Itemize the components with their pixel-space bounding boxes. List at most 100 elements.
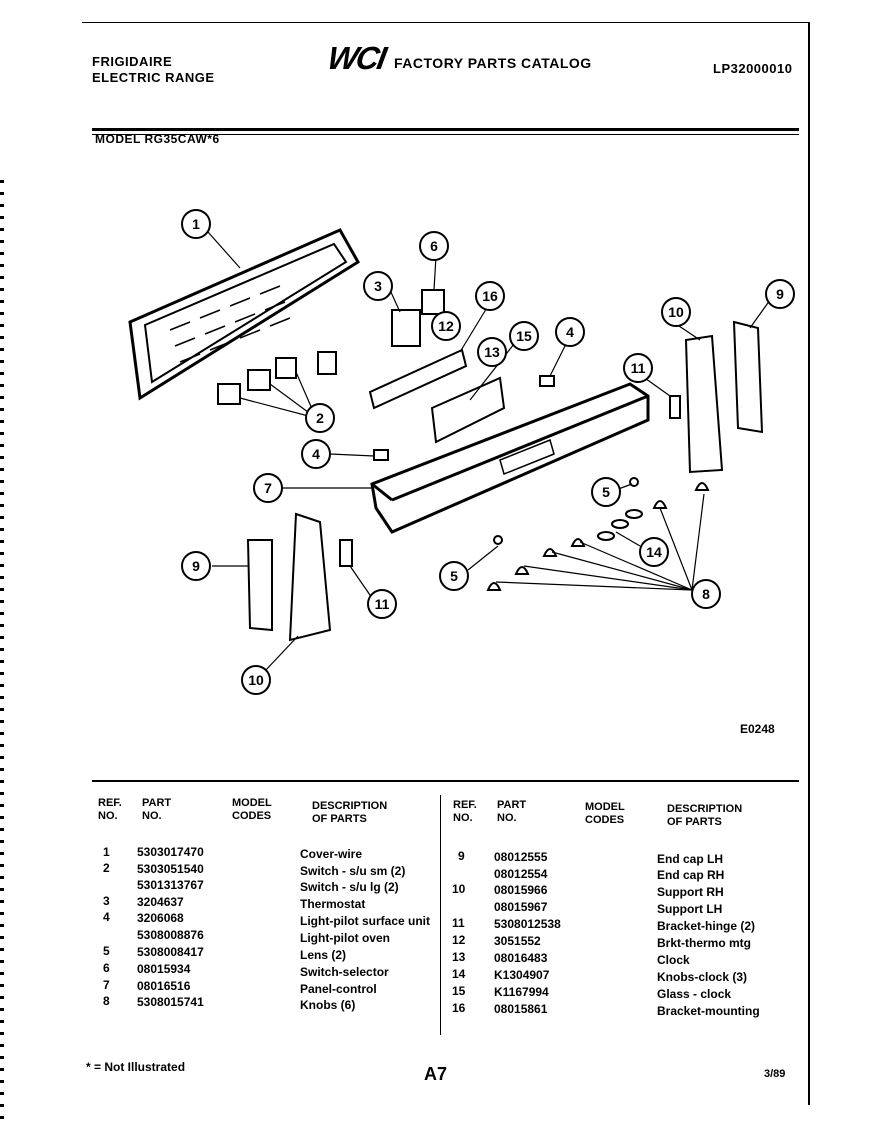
svg-text:9: 9 [776, 286, 784, 302]
callout-9: 9 [765, 279, 795, 309]
bracket-mounting-part [368, 348, 468, 410]
lens-part [629, 477, 639, 487]
callout-14: 14 [639, 537, 669, 567]
description: Clock [657, 953, 690, 967]
description: Glass - clock [657, 987, 732, 1001]
description: Cover-wire [300, 847, 363, 861]
brand-line-1: FRIGIDAIRE [92, 54, 173, 69]
ref-no: 12 [452, 933, 466, 947]
pilot-light-part [539, 375, 555, 387]
part-no: 5308008417 [137, 945, 204, 959]
part-no: 08012555 [494, 850, 548, 864]
clock-part [430, 376, 506, 444]
description: Switch-selector [300, 965, 389, 979]
table-column-divider [440, 795, 441, 1035]
part-no: 3051552 [494, 934, 541, 948]
thermostat-part [391, 309, 421, 347]
header-model-codes: MODEL CODES [585, 801, 625, 826]
support-rh-part [684, 334, 724, 474]
ref-no: 8 [103, 994, 110, 1008]
callout-7: 7 [253, 473, 283, 503]
svg-text:10: 10 [668, 304, 684, 320]
support-lh-part [288, 512, 332, 642]
surface-switch-parts [217, 351, 337, 405]
svg-text:12: 12 [438, 318, 454, 334]
description: End cap RH [657, 868, 725, 882]
ref-no: 5 [103, 944, 110, 958]
callout-5: 5 [439, 561, 469, 591]
part-no: 5308008876 [137, 928, 204, 942]
callout-9: 9 [181, 551, 211, 581]
description: End cap LH [657, 852, 724, 866]
part-no: 3204637 [137, 895, 184, 909]
callout-11: 11 [623, 353, 653, 383]
svg-text:16: 16 [482, 288, 498, 304]
part-no: 08015967 [494, 900, 548, 914]
callout-8: 8 [691, 579, 721, 609]
description: Bracket-mounting [657, 1004, 760, 1018]
svg-text:14: 14 [646, 544, 662, 560]
description: Panel-control [300, 982, 377, 996]
svg-text:6: 6 [430, 238, 438, 254]
header-part-no: PART NO. [142, 797, 172, 822]
ref-no: 1 [103, 845, 110, 859]
description: Support LH [657, 902, 723, 916]
header-rule [92, 128, 799, 131]
exploded-parts-diagram: 1 2 3 6 12 16 13 15 4 10 9 11 4 7 5 14 8… [128, 209, 795, 695]
ref-no: 11 [452, 916, 465, 930]
part-no: K1167994 [494, 985, 549, 999]
description: Lens (2) [300, 948, 347, 962]
ref-no: 6 [103, 961, 110, 975]
end-cap-lh-part [246, 539, 273, 632]
brand-line-2: ELECTRIC RANGE [92, 70, 215, 85]
svg-text:3: 3 [374, 278, 382, 294]
ref-no: 2 [103, 861, 110, 875]
header-description: DESCRIPTION OF PARTS [312, 800, 388, 825]
description: Brkt-thermo mtg [657, 936, 752, 950]
part-no: K1304907 [494, 968, 550, 982]
callout-2: 2 [305, 403, 335, 433]
part-no: 5301313767 [137, 878, 204, 892]
callout-6: 6 [419, 231, 449, 261]
callout-16: 16 [475, 281, 505, 311]
header-ref-no: REF. NO. [453, 799, 477, 824]
scan-edge-artifact [0, 180, 4, 1120]
page-frame [82, 22, 810, 1105]
part-no: 08015966 [494, 883, 548, 897]
svg-text:10: 10 [248, 672, 264, 688]
wci-logo: WCI [324, 40, 388, 76]
bracket-hinge-part [669, 395, 681, 419]
figure-code: E0248 [740, 722, 775, 736]
svg-text:5: 5 [602, 484, 610, 500]
description: Switch - s/u lg (2) [300, 880, 399, 894]
part-no: 08015934 [137, 962, 191, 976]
svg-text:5: 5 [450, 568, 458, 584]
ref-no: 16 [452, 1001, 466, 1015]
ref-no: 3 [103, 894, 110, 908]
knobs-part [486, 482, 710, 591]
lens-part [493, 535, 503, 545]
svg-text:4: 4 [312, 446, 320, 462]
svg-text:9: 9 [192, 558, 200, 574]
control-panel-part [370, 382, 650, 534]
selector-switch-part [421, 289, 445, 315]
page-number: A7 [424, 1064, 448, 1084]
callout-10: 10 [241, 665, 271, 695]
cover-wire-part [128, 228, 361, 401]
svg-text:15: 15 [516, 328, 532, 344]
svg-text:7: 7 [264, 480, 272, 496]
table-rule [92, 780, 799, 782]
svg-text:1: 1 [192, 216, 200, 232]
part-no: 3206068 [137, 911, 184, 925]
part-no: 08015861 [494, 1002, 548, 1016]
callout-4: 4 [555, 317, 585, 347]
ref-no: 9 [458, 849, 465, 863]
header-rule-thin [92, 134, 799, 135]
ref-no: 7 [103, 978, 110, 992]
description: Support RH [657, 885, 724, 899]
header-part-no: PART NO. [497, 799, 527, 824]
svg-text:11: 11 [631, 360, 646, 376]
callout-10: 10 [661, 297, 691, 327]
catalog-number: LP32000010 [713, 61, 793, 76]
footnote: * = Not Illustrated [86, 1060, 186, 1074]
